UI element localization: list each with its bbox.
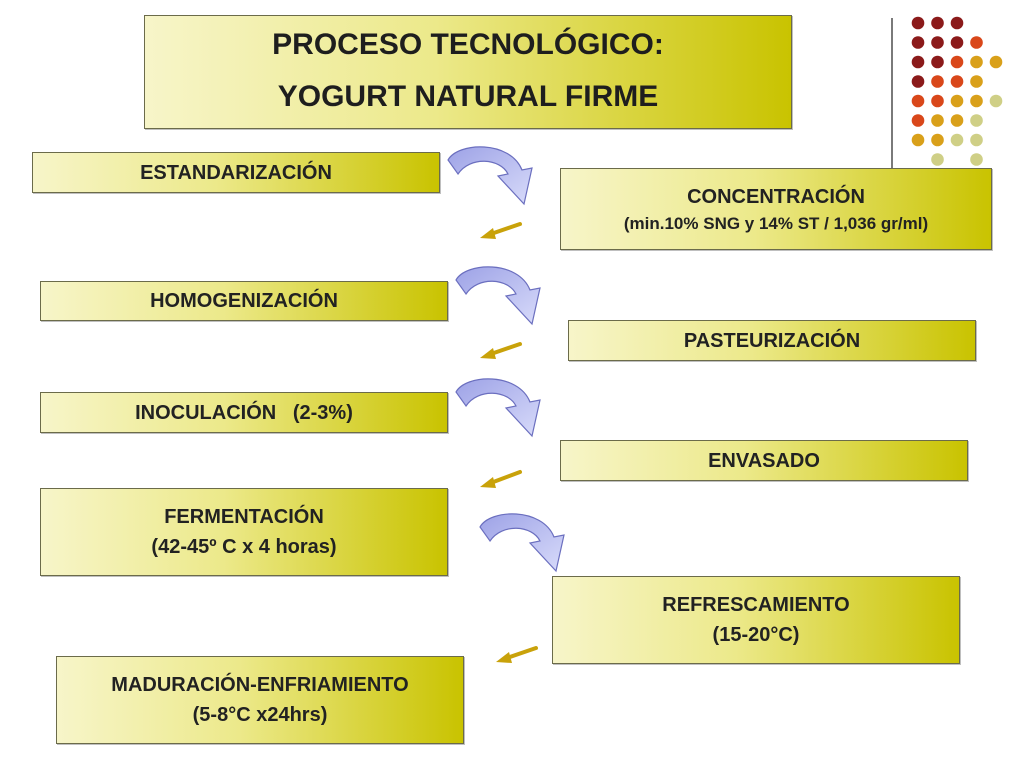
curved-arrow xyxy=(479,513,565,573)
small-arrows xyxy=(480,222,538,663)
curved-arrow xyxy=(455,378,541,438)
step-envasado: ENVASADO xyxy=(560,440,968,481)
decorative-dot xyxy=(931,75,944,88)
small-arrow xyxy=(480,222,522,239)
step-fermentacion: FERMENTACIÓN (42-45º C x 4 horas) xyxy=(40,488,448,576)
decorative-dot xyxy=(970,94,983,108)
step-label: PASTEURIZACIÓN xyxy=(683,329,861,352)
decorative-dot xyxy=(931,114,944,127)
step-pasteurizacion: PASTEURIZACIÓN xyxy=(568,320,976,361)
decorative-dot xyxy=(931,133,944,147)
decorative-dot xyxy=(911,133,925,147)
decorative-dot xyxy=(989,55,1003,69)
step-label: INOCULACIÓN (2-3%) xyxy=(135,401,353,424)
decorative-dot xyxy=(931,153,944,166)
decorative-dot xyxy=(911,114,925,127)
decorative-dot xyxy=(931,16,944,30)
decorative-dot xyxy=(950,133,964,147)
decorative-dot xyxy=(970,36,983,49)
step-detail: (42-45º C x 4 horas) xyxy=(151,536,337,558)
step-inoculacion: INOCULACIÓN (2-3%) xyxy=(40,392,448,433)
decorative-dot xyxy=(911,16,925,30)
title-box: PROCESO TECNOLÓGICO: YOGURT NATURAL FIRM… xyxy=(144,15,792,129)
decorative-dot xyxy=(989,94,1003,108)
decorative-dot xyxy=(931,55,944,69)
step-homogenizacion: HOMOGENIZACIÓN xyxy=(40,281,448,321)
step-maduracion: MADURACIÓN-ENFRIAMIENTO (5-8°C x24hrs) xyxy=(56,656,464,744)
decorative-dot xyxy=(931,36,944,49)
small-arrow xyxy=(496,646,538,663)
step-label: ESTANDARIZACIÓN xyxy=(140,161,332,184)
decorative-dot xyxy=(950,94,964,108)
step-label: HOMOGENIZACIÓN xyxy=(150,290,338,312)
curved-arrow xyxy=(447,146,533,206)
step-detail: (min.10% SNG y 14% ST / 1,036 gr/ml) xyxy=(623,214,929,233)
step-label: CONCENTRACIÓN xyxy=(687,186,865,208)
decorative-dot xyxy=(950,16,964,30)
step-detail: (5-8°C x24hrs) xyxy=(192,704,328,726)
step-label: MADURACIÓN-ENFRIAMIENTO xyxy=(111,674,409,696)
decorative-dot xyxy=(911,75,925,88)
decorative-dot xyxy=(970,153,983,166)
decorative-dot xyxy=(950,75,964,88)
step-concentracion: CONCENTRACIÓN (min.10% SNG y 14% ST / 1,… xyxy=(560,168,992,250)
decorative-dot xyxy=(931,94,944,108)
decorative-dot xyxy=(950,55,964,69)
step-label: FERMENTACIÓN xyxy=(164,506,324,528)
step-detail: (15-20°C) xyxy=(712,624,800,646)
decorative-dot xyxy=(911,36,925,49)
curved-arrow xyxy=(455,266,541,326)
title-line-2: YOGURT NATURAL FIRME xyxy=(277,80,659,113)
step-estandarizacion: ESTANDARIZACIÓN xyxy=(32,152,440,193)
title-line-1: PROCESO TECNOLÓGICO: xyxy=(272,28,664,61)
decorative-dot xyxy=(950,114,964,127)
decorative-dot xyxy=(970,55,983,69)
decorative-dot xyxy=(970,133,983,147)
small-arrow xyxy=(480,342,522,359)
decorative-dots xyxy=(911,16,1003,166)
decorative-dot xyxy=(911,94,925,108)
divider-line xyxy=(891,18,893,168)
step-refrescamiento: REFRESCAMIENTO (15-20°C) xyxy=(552,576,960,664)
step-label: REFRESCAMIENTO xyxy=(662,594,850,616)
decorative-dot xyxy=(911,55,925,69)
step-label: ENVASADO xyxy=(708,449,820,472)
decorative-dot xyxy=(950,36,964,49)
curved-arrows xyxy=(447,146,565,573)
small-arrow xyxy=(480,470,522,488)
decorative-dot xyxy=(970,114,983,127)
decorative-dot xyxy=(970,75,983,88)
